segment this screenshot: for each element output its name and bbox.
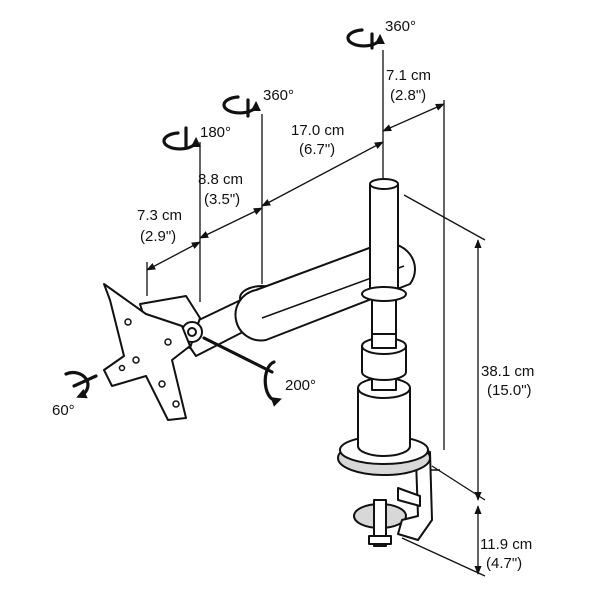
dimension-labels: 7.1 cm (2.8") 17.0 cm (6.7") 8.8 cm (3.5… (137, 67, 534, 572)
vesa-hole-6 (118, 364, 126, 372)
vesa-plate (103, 283, 191, 421)
dim-head-offset-metric: 7.3 cm (137, 207, 182, 224)
rotation-label-screen: 60° (52, 402, 75, 419)
dim-main-arm-metric: 17.0 cm (291, 122, 344, 139)
dim-clamp-depth-metric: 11.9 cm (480, 536, 532, 553)
c-clamp-body (397, 443, 433, 541)
vesa-hole-1 (124, 318, 132, 326)
vesa-hole-4 (158, 380, 166, 388)
dim-head-offset-imperial: (2.9") (140, 228, 176, 245)
ext-line-pole-top (403, 194, 486, 241)
rotate-arrow-icon-tilt (263, 360, 282, 407)
clamp-screw (373, 499, 387, 547)
tilt-knob-center (187, 327, 197, 337)
dim-second-arm-imperial: (3.5") (204, 191, 240, 208)
dim-clamp-depth-imperial: (4.7") (486, 555, 522, 572)
rotate-arrow-icon-arm (222, 95, 261, 115)
ext-line-clamp-bottom (401, 537, 486, 577)
dim-main-arm-imperial: (6.7") (299, 141, 335, 158)
rotation-arrows (64, 28, 385, 407)
tilt-axis (202, 336, 274, 374)
dim-pole-height-imperial: (15.0") (487, 382, 532, 399)
clamp-bracket (397, 487, 421, 507)
dim-offset-top-metric: 7.1 cm (386, 67, 431, 84)
vesa-hole-5 (172, 400, 180, 408)
dim-pole-height-metric: 38.1 cm (481, 363, 534, 380)
dim-line-head-offset (146, 241, 201, 271)
dim-second-arm-metric: 8.8 cm (198, 171, 243, 188)
height-stop-collar (361, 345, 407, 381)
dim-line-main-arm (261, 141, 384, 207)
rotate-arrow-icon-head (162, 131, 201, 151)
rotate-arrow-icon-top (346, 28, 385, 48)
rotation-label-head: 180° (200, 124, 231, 141)
vesa-hole-3 (132, 356, 140, 364)
rotation-label-top: 360° (385, 18, 416, 35)
rotation-label-arm: 360° (263, 87, 294, 104)
pole-segment (371, 333, 397, 349)
ext-line-desk-top (431, 465, 486, 501)
rotation-label-tilt: 200° (285, 377, 316, 394)
lower-collar (357, 387, 411, 457)
pole-cap (369, 178, 399, 190)
pole-upper (369, 183, 399, 293)
screen-axis (72, 374, 98, 388)
dimension-lines (146, 50, 486, 577)
dim-line-offset-top (382, 103, 445, 132)
arm-pole-collar (361, 286, 407, 302)
clamp-screw-knob (368, 535, 392, 545)
rotation-labels: 360° 360° 180° 200° 60° (52, 18, 416, 419)
vesa-hole-2 (164, 338, 172, 346)
dim-line-second-arm (199, 207, 263, 239)
dim-offset-top-imperial: (2.8") (390, 87, 426, 104)
